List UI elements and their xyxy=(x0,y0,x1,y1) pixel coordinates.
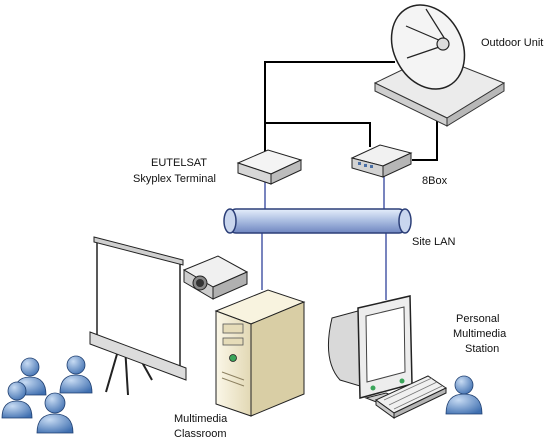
station-label-line1: Personal xyxy=(456,313,499,325)
station-label-line2: Multimedia xyxy=(453,328,507,340)
classroom-label-line1: Multimedia xyxy=(174,413,228,425)
8box-label: 8Box xyxy=(422,175,448,187)
person-icon xyxy=(1,381,33,419)
person-icon xyxy=(59,355,93,394)
terminal-to-8box-cable xyxy=(265,122,371,147)
projection-screen-icon xyxy=(89,236,187,396)
station-label-line3: Station xyxy=(465,343,499,355)
server-tower-icon xyxy=(214,289,306,417)
terminal-label-line1: EUTELSAT xyxy=(151,157,207,169)
outdoor-unit-label: Outdoor Unit xyxy=(481,37,543,49)
projector-icon xyxy=(182,255,249,300)
keyboard-icon xyxy=(375,375,448,419)
person-icon xyxy=(36,392,74,434)
terminal-label-line2: Skyplex Terminal xyxy=(133,173,216,185)
lan-drops xyxy=(261,172,387,300)
audience-group xyxy=(1,355,93,434)
site-lan-pipe xyxy=(223,208,412,234)
classroom-label-line2: Classroom xyxy=(174,428,227,440)
terminal-box-icon xyxy=(236,149,303,185)
satellite-dish-icon xyxy=(373,4,506,127)
dish-to-8box-cable xyxy=(412,115,438,161)
connections xyxy=(264,61,438,163)
dish-to-terminal-cable xyxy=(264,61,395,163)
site-lan-label: Site LAN xyxy=(412,236,455,248)
router-box-icon xyxy=(350,144,413,178)
person-icon xyxy=(445,375,483,415)
